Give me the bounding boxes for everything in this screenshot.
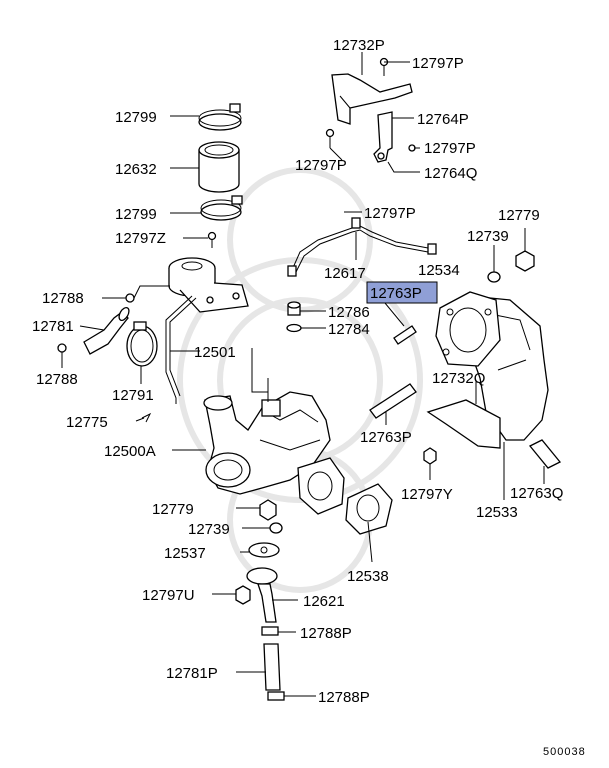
clamp-12799-bottom	[200, 195, 243, 221]
label-12775[interactable]: 12775	[66, 414, 108, 431]
label-12788P[interactable]: 12788P	[300, 625, 352, 642]
label-12732P[interactable]: 12732P	[333, 37, 385, 54]
label-12781[interactable]: 12781	[32, 318, 74, 335]
gasket-12534	[435, 291, 501, 367]
oil-pipe-12617	[287, 217, 437, 277]
label-12739[interactable]: 12739	[467, 228, 509, 245]
bracket-12732P	[331, 57, 413, 125]
hose-12632	[198, 141, 240, 193]
stud-12763Q	[528, 439, 562, 469]
label-12764P[interactable]: 12764P	[417, 111, 469, 128]
label-12779[interactable]: 12779	[152, 501, 194, 518]
highlight-box-12763P	[366, 281, 438, 304]
label-12764Q[interactable]: 12764Q	[424, 165, 477, 182]
label-12632[interactable]: 12632	[115, 161, 157, 178]
label-12534[interactable]: 12534	[418, 262, 460, 279]
clamp-12799-top	[198, 103, 242, 131]
clamp-12791	[126, 321, 158, 367]
label-12791[interactable]: 12791	[112, 387, 154, 404]
stud-12763P	[369, 325, 417, 419]
bolt-12797U	[235, 585, 251, 605]
label-12788P[interactable]: 12788P	[318, 689, 370, 706]
label-12788[interactable]: 12788	[36, 371, 78, 388]
label-12797Y[interactable]: 12797Y	[401, 486, 453, 503]
label-12797P[interactable]: 12797P	[424, 140, 476, 157]
clamp-12788P-top	[261, 626, 279, 636]
label-12501[interactable]: 12501	[194, 344, 236, 361]
label-12788[interactable]: 12788	[42, 290, 84, 307]
hose-12781P	[263, 643, 281, 691]
label-12799[interactable]: 12799	[115, 109, 157, 126]
bolt-12797Z	[207, 231, 217, 248]
label-12739[interactable]: 12739	[188, 521, 230, 538]
gasket-12538	[297, 457, 393, 535]
hose-12781	[83, 306, 130, 355]
bolt-12797P	[325, 128, 416, 152]
label-12763P-highlighted[interactable]: 12763P	[370, 285, 422, 302]
gasket-12537	[248, 542, 280, 558]
diagram-id: 500038	[543, 746, 586, 758]
actuator-12501	[165, 257, 249, 404]
label-12500A[interactable]: 12500A	[104, 443, 156, 460]
part-labels: 12732P 12797P 12764P 12797P 12797P 12764…	[32, 37, 586, 758]
label-12781P[interactable]: 12781P	[166, 665, 218, 682]
heat-shield-12732Q	[426, 399, 501, 449]
label-12779[interactable]: 12779	[498, 207, 540, 224]
bolt-12797Y	[423, 447, 437, 476]
label-12797Z[interactable]: 12797Z	[115, 230, 166, 247]
bracket-12764P	[373, 111, 393, 163]
label-12732Q[interactable]: 12732Q	[432, 370, 485, 387]
label-12797P[interactable]: 12797P	[364, 205, 416, 222]
nut-12779-lower	[259, 499, 283, 534]
label-12799[interactable]: 12799	[115, 206, 157, 223]
gasket-12784	[286, 323, 302, 333]
label-12621[interactable]: 12621	[303, 593, 345, 610]
clamp-12788P-bottom	[267, 691, 285, 701]
part-12775	[141, 412, 152, 423]
label-12797P[interactable]: 12797P	[295, 157, 347, 174]
label-12537[interactable]: 12537	[164, 545, 206, 562]
label-12784[interactable]: 12784	[328, 321, 370, 338]
label-12797U[interactable]: 12797U	[142, 587, 195, 604]
label-12763P[interactable]: 12763P	[360, 429, 412, 446]
label-12538[interactable]: 12538	[347, 568, 389, 585]
eyebolt-12786	[287, 301, 301, 316]
label-12533[interactable]: 12533	[476, 504, 518, 521]
oil-return-pipe-12621	[246, 567, 278, 623]
label-12763Q[interactable]: 12763Q	[510, 485, 563, 502]
label-12797P[interactable]: 12797P	[412, 55, 464, 72]
label-12617[interactable]: 12617	[324, 265, 366, 282]
label-12786[interactable]: 12786	[328, 304, 370, 321]
nut-12779	[487, 250, 535, 283]
